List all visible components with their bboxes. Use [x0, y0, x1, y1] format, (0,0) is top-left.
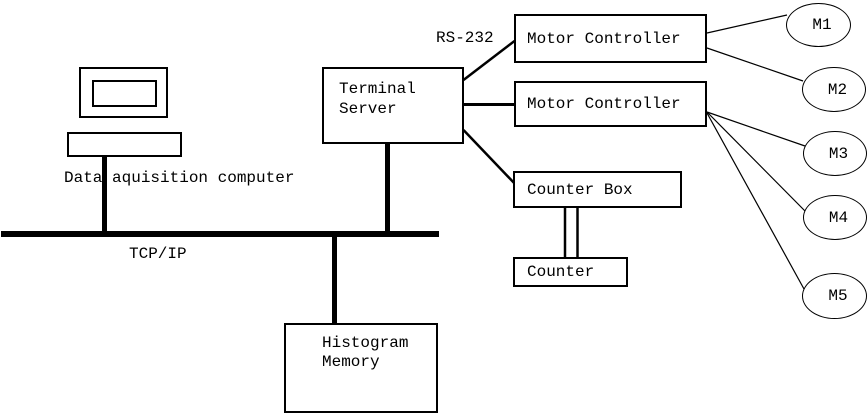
tcpip-bus-line	[1, 231, 439, 237]
histogram-memory-label-line1: Histogram	[322, 334, 409, 352]
motor-node-m5: M5	[802, 273, 867, 319]
histogram-memory-bus-drop-line	[332, 236, 337, 324]
motor-m1-label: M1	[812, 16, 832, 34]
motor-controller-1-to-m1-link	[706, 14, 788, 34]
counter-node: Counter	[513, 257, 628, 287]
computer-bus-drop-line	[102, 156, 107, 232]
motor-m5-label: M5	[828, 287, 848, 305]
computer-screen-icon	[92, 80, 157, 107]
terminal-server-node: Terminal Server	[322, 67, 464, 144]
terminal-server-to-motor-controller-1-link	[462, 40, 516, 81]
motor-controller-1-label: Motor Controller	[527, 29, 681, 48]
counter-label: Counter	[527, 263, 595, 281]
motor-m2-label: M2	[827, 80, 848, 99]
motor-controller-2-to-m3-link	[706, 111, 806, 147]
terminal-server-label-line1: Terminal	[339, 80, 416, 98]
motor-controller-2-to-m5-link	[706, 112, 805, 290]
histogram-memory-node: Histogram Memory	[284, 323, 438, 413]
motor-node-m2: M2	[802, 67, 866, 112]
data-acquisition-computer-label: Data aquisition computer	[64, 169, 295, 187]
tcpip-bus-label: TCP/IP	[129, 245, 187, 263]
counter-box-label: Counter Box	[527, 180, 633, 199]
motor-node-m4: M4	[803, 195, 867, 240]
histogram-memory-label-line2: Memory	[322, 353, 380, 371]
motor-controller-2-to-m4-link	[706, 111, 806, 212]
motor-controller-2-label: Motor Controller	[527, 95, 681, 113]
terminal-server-bus-drop-line	[385, 142, 390, 232]
motor-node-m3: M3	[803, 131, 867, 176]
motor-controller-2-node: Motor Controller	[514, 81, 707, 127]
motor-controller-1-node: Motor Controller	[514, 14, 707, 63]
motor-m3-label: M3	[828, 144, 849, 163]
computer-keyboard-icon	[67, 132, 182, 157]
motor-node-m1: M1	[786, 3, 851, 47]
terminal-server-label-line2: Server	[339, 100, 397, 118]
computer-monitor-icon	[79, 67, 168, 118]
terminal-server-to-counter-box-link	[462, 129, 517, 186]
motor-controller-1-to-m2-link	[706, 47, 804, 82]
rs232-link-label: RS-232	[436, 29, 494, 47]
motor-m4-label: M4	[828, 208, 849, 227]
counter-box-node: Counter Box	[513, 171, 682, 208]
